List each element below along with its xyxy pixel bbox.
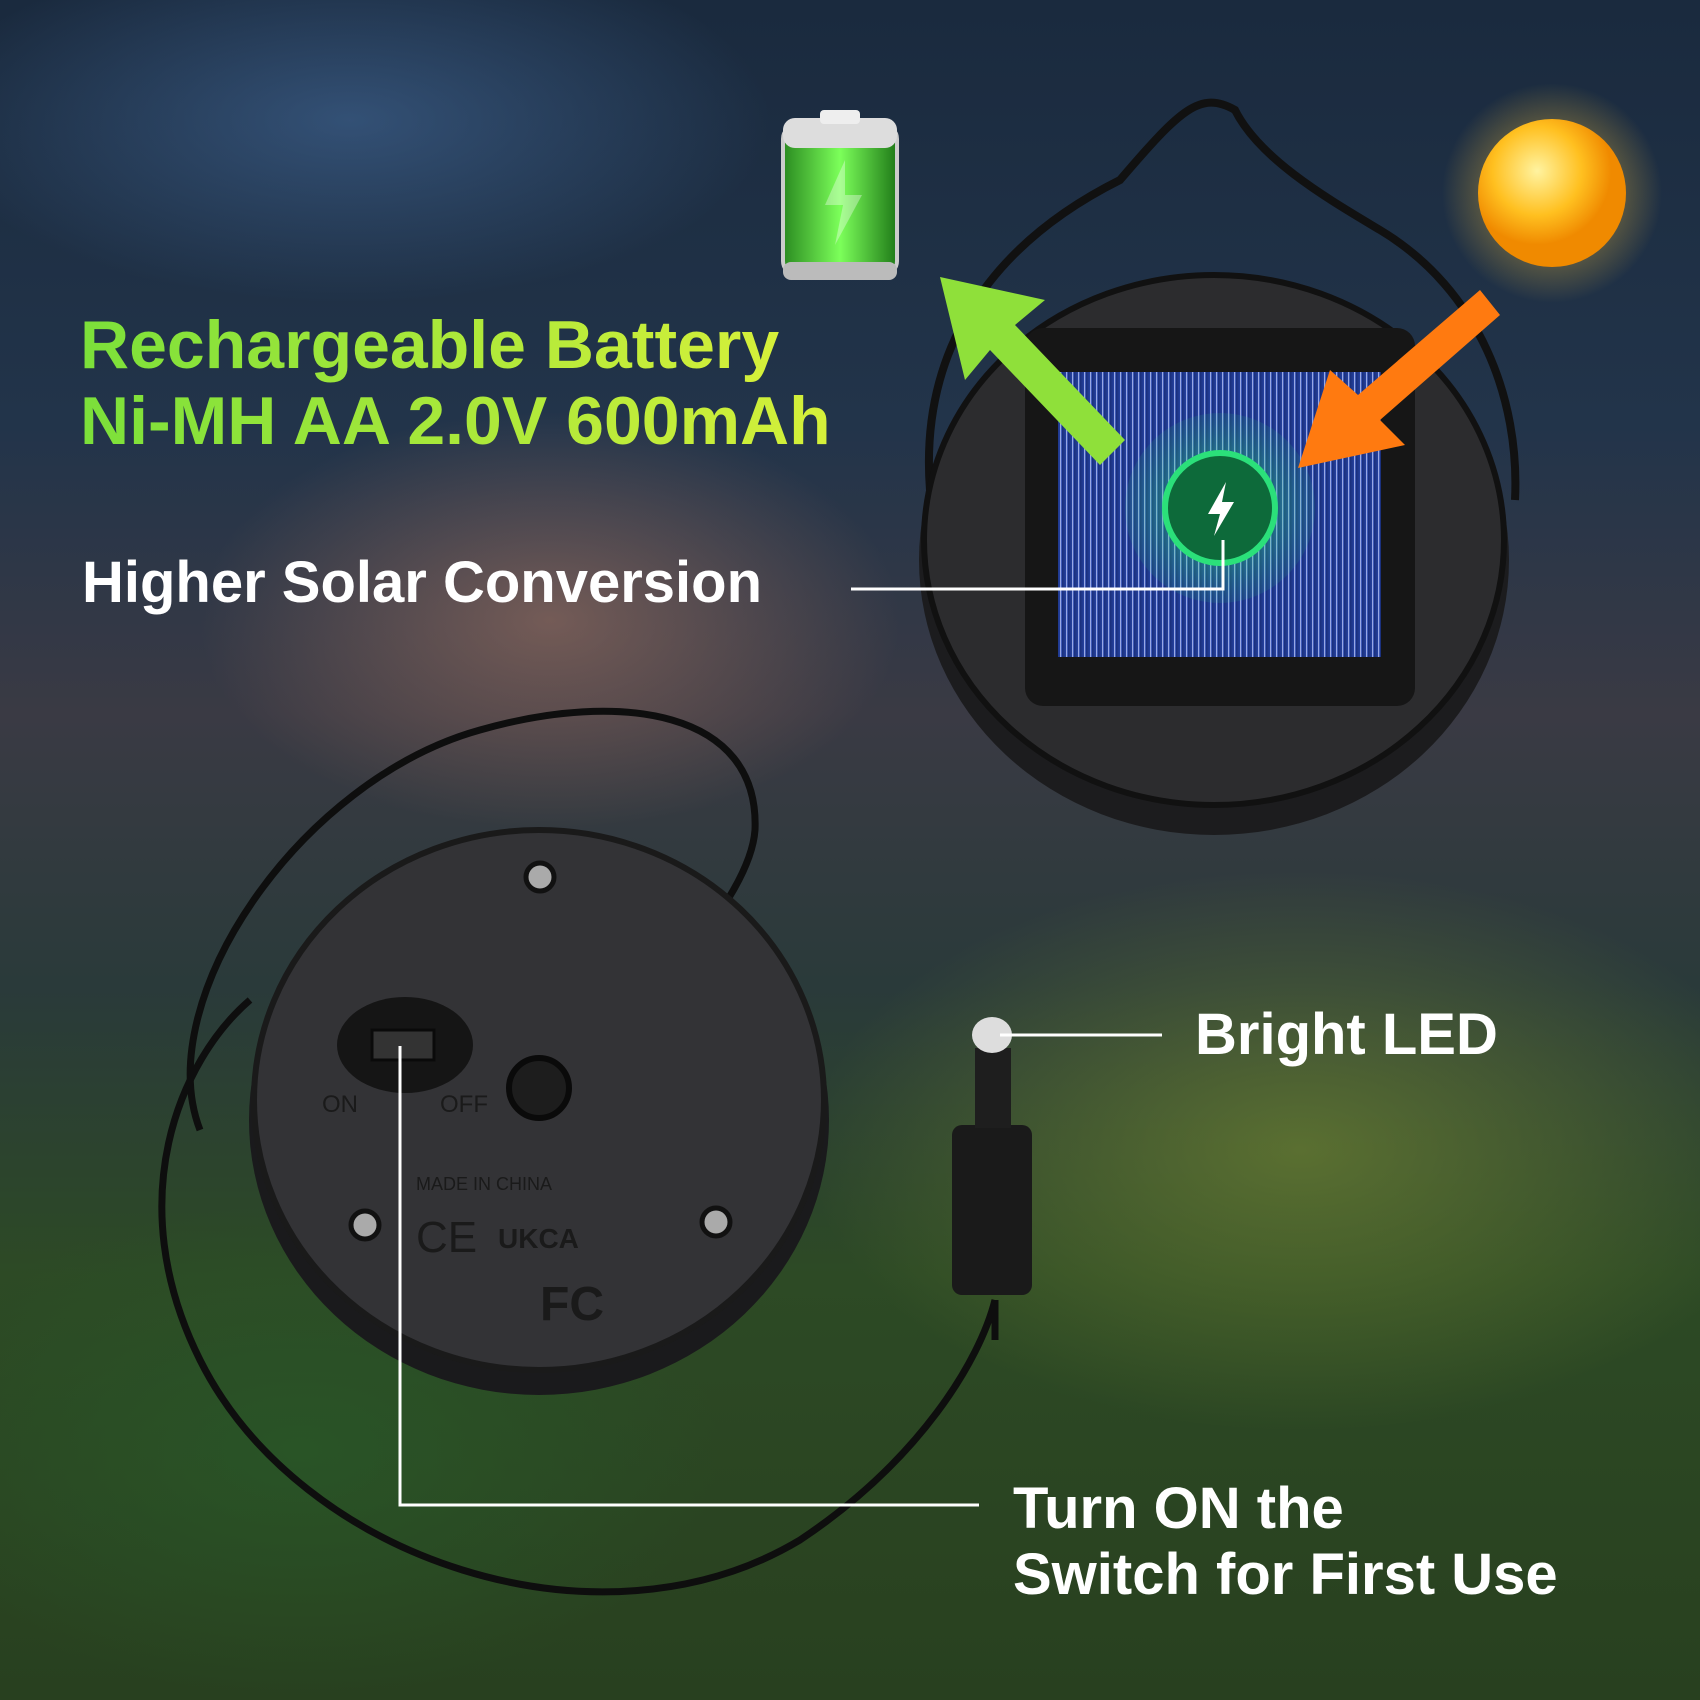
solar-leader-line — [851, 540, 1225, 591]
switch-leader-line — [398, 1046, 979, 1507]
battery-icon — [781, 110, 899, 280]
power-switch — [370, 1028, 436, 1062]
led-icon — [952, 1017, 1032, 1340]
ce-mark: CE — [416, 1213, 477, 1262]
led-label: Bright LED — [1195, 1002, 1498, 1067]
green-arrow-icon — [940, 277, 1125, 465]
solar-lamp-top — [919, 98, 1520, 835]
battery-headline-1: Rechargeable Battery — [80, 307, 780, 383]
sun-icon — [1442, 83, 1662, 303]
battery-headline-2: Ni-MH AA 2.0V 600mAh — [80, 383, 831, 459]
solar-label: Higher Solar Conversion — [82, 550, 763, 615]
orange-arrow-icon — [1298, 290, 1500, 468]
switch-label-1: Turn ON the — [1013, 1476, 1344, 1541]
fcc-mark: FC — [540, 1278, 604, 1331]
switch-off-label: OFF — [440, 1091, 488, 1118]
lightning-icon — [1208, 482, 1234, 536]
switch-on-label: ON — [322, 1091, 358, 1118]
ukca-mark: UKCA — [498, 1223, 579, 1254]
switch-label-2: Switch for First Use — [1013, 1542, 1558, 1607]
made-in-label: MADE IN CHINA — [416, 1174, 552, 1194]
switch-base: ON OFF MADE IN CHINA CE UKCA FC — [158, 707, 999, 1596]
